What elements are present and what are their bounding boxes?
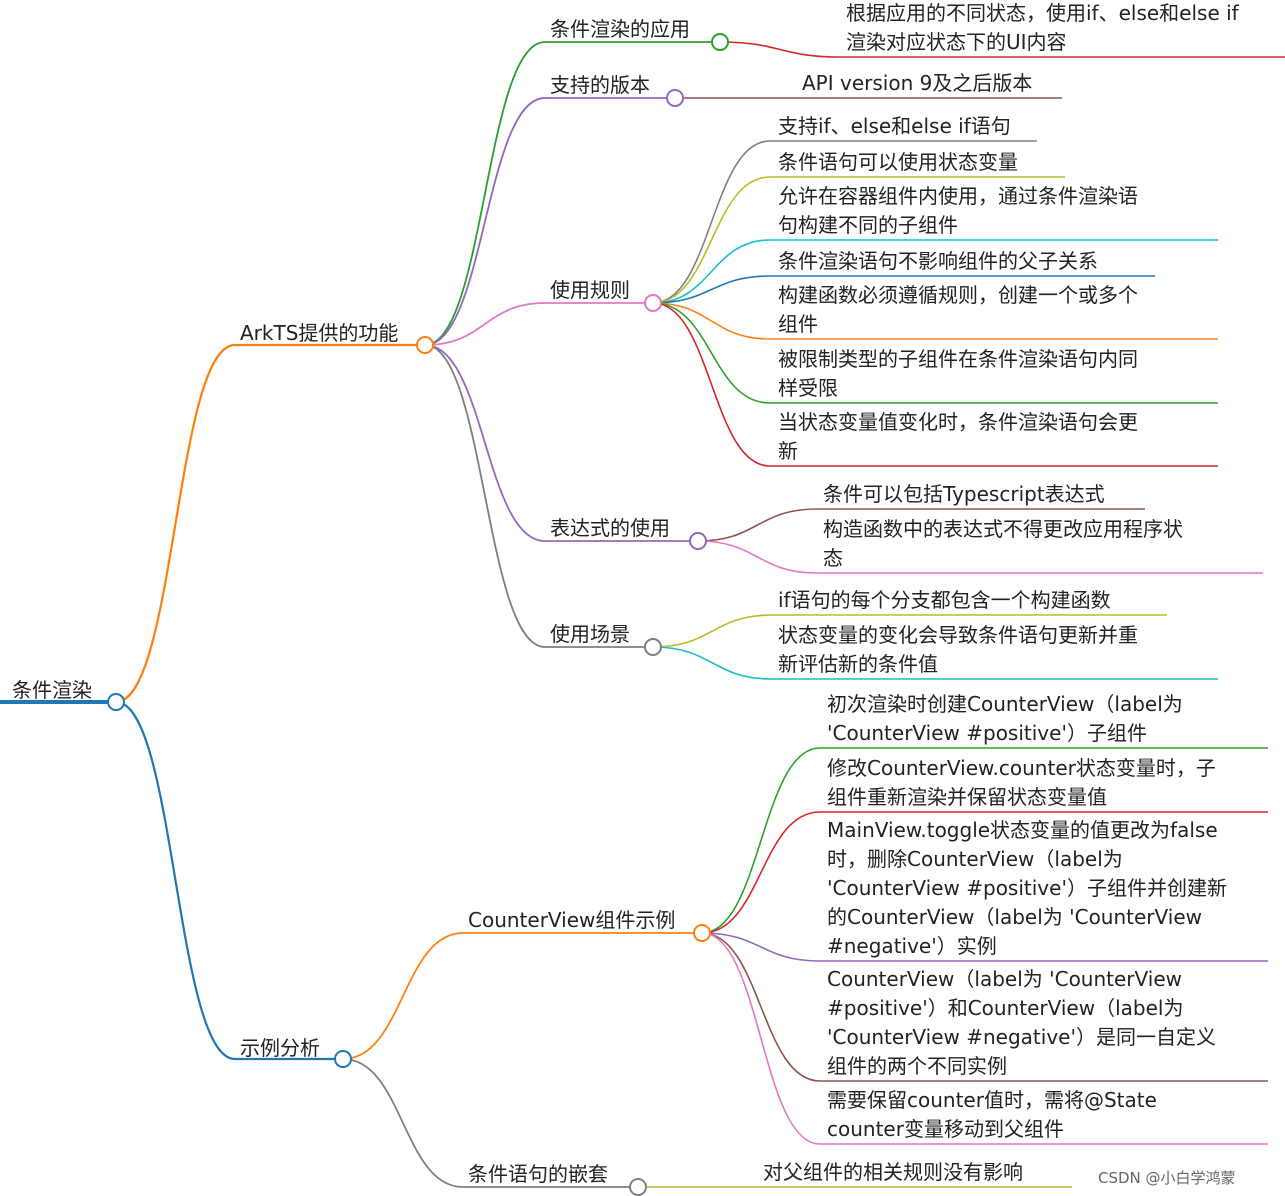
expr-leaf-2-edge	[697, 540, 818, 574]
counter-leaf-1-edge	[701, 747, 821, 934]
counter-leaf-2-edge	[701, 811, 821, 934]
counter-leaf-5-line: counter变量移动到父组件	[827, 1117, 1064, 1141]
counter-leaf-4-edge	[701, 932, 821, 1082]
counter-node[interactable]	[693, 924, 711, 942]
counter-leaf-1-line: 'CounterView #positive'）子组件	[827, 721, 1147, 745]
root-node[interactable]	[107, 693, 125, 711]
expr-label: 表达式的使用	[550, 516, 670, 540]
scene-label: 使用场景	[550, 622, 630, 646]
arkts-node[interactable]	[416, 336, 434, 354]
rule-leaf-6-line: 样受限	[778, 376, 838, 400]
rule-leaf-1-line: 支持if、else和else if语句	[778, 114, 1011, 138]
expr-leaf-2-line: 构造函数中的表达式不得更改应用程序状	[823, 517, 1183, 541]
counter-label: CounterView组件示例	[468, 908, 675, 932]
counter-leaf-5-line: 需要保留counter值时，需将@State	[827, 1088, 1157, 1112]
watermark: CSDN @小白学鸿蒙	[1098, 1169, 1236, 1187]
rule-leaf-6-edge	[652, 302, 771, 404]
edge-counter	[342, 932, 464, 1060]
expr-leaf-1-line: 条件可以包括Typescript表达式	[823, 482, 1105, 506]
rule-leaf-2-line: 条件语句可以使用状态变量	[778, 150, 1018, 174]
version-node[interactable]	[666, 89, 684, 107]
scene-leaf-1-edge	[652, 614, 773, 648]
edge-version	[424, 97, 546, 346]
counter-leaf-4-line: #positive'）和CounterView（label为	[827, 996, 1183, 1020]
counter-leaf-3-line: MainView.toggle状态变量的值更改为false	[827, 818, 1218, 842]
nest-node[interactable]	[629, 1178, 647, 1196]
nest-leaf-line: 对父组件的相关规则没有影响	[763, 1160, 1023, 1184]
app-leaf-line: 渲染对应状态下的UI内容	[846, 30, 1067, 54]
rule-leaf-4-edge	[652, 275, 771, 304]
rule-leaf-5-line: 组件	[778, 312, 818, 336]
counter-leaf-2-line: 修改CounterView.counter状态变量时，子	[827, 756, 1216, 780]
root-label: 条件渲染	[12, 678, 92, 702]
edge-arkts	[115, 343, 236, 704]
counter-leaf-1-line: 初次渲染时创建CounterView（label为	[827, 692, 1183, 716]
rule-leaf-5-edge	[652, 302, 771, 340]
expr-leaf-2-line: 态	[823, 546, 843, 570]
rule-leaf-3-line: 句构建不同的子组件	[778, 213, 958, 237]
edge-expr	[424, 344, 546, 542]
app-label: 条件渲染的应用	[550, 17, 690, 41]
app-node[interactable]	[711, 33, 729, 51]
counter-leaf-4-line: 组件的两个不同实例	[827, 1054, 1007, 1078]
edge-app	[424, 41, 546, 346]
counter-leaf-5-edge	[701, 932, 821, 1145]
counter-leaf-3-edge	[701, 932, 821, 962]
mind-map-edges	[0, 41, 1285, 1188]
rule-leaf-5-line: 构建函数必须遵循规则，创建一个或多个	[778, 283, 1138, 307]
counter-leaf-3-line: 的CounterView（label为 'CounterView	[827, 905, 1202, 929]
rule-leaf-7-line: 当状态变量值变化时，条件渲染语句会更	[778, 410, 1138, 434]
example-label: 示例分析	[240, 1036, 320, 1060]
rule-leaf-2-edge	[652, 176, 771, 304]
version-leaf-line: API version 9及之后版本	[802, 71, 1032, 95]
scene-leaf-2-line: 状态变量的变化会导致条件语句更新并重	[778, 623, 1138, 647]
app-leaf-edge	[719, 41, 841, 58]
edge-scene	[424, 344, 546, 648]
rule-leaf-7-edge	[652, 302, 771, 467]
rules-node[interactable]	[644, 294, 662, 312]
rule-leaf-4-line: 条件渲染语句不影响组件的父子关系	[778, 249, 1098, 273]
rule-leaf-3-line: 允许在容器组件内使用，通过条件渲染语	[778, 184, 1138, 208]
counter-leaf-4-line: 'CounterView #negative'）是同一自定义	[827, 1025, 1216, 1049]
app-leaf-line: 根据应用的不同状态，使用if、else和else if	[846, 1, 1240, 25]
rule-leaf-7-line: 新	[778, 439, 798, 463]
counter-leaf-3-line: #negative'）实例	[827, 934, 997, 958]
expr-leaf-1-edge	[697, 508, 818, 542]
counter-leaf-3-line: 'CounterView #positive'）子组件并创建新	[827, 876, 1227, 900]
edge-rules	[424, 302, 546, 346]
example-node[interactable]	[334, 1050, 352, 1068]
rule-leaf-3-edge	[652, 239, 771, 304]
counter-leaf-2-line: 组件重新渲染并保留状态变量值	[827, 785, 1107, 809]
rule-leaf-6-line: 被限制类型的子组件在条件渲染语句内同	[778, 347, 1138, 371]
edge-example	[115, 700, 236, 1061]
expr-node[interactable]	[689, 532, 707, 550]
rules-label: 使用规则	[550, 278, 630, 302]
arkts-label: ArkTS提供的功能	[240, 321, 398, 345]
nest-label: 条件语句的嵌套	[468, 1162, 608, 1186]
counter-leaf-4-line: CounterView（label为 'CounterView	[827, 967, 1182, 991]
scene-leaf-2-edge	[652, 646, 773, 680]
rule-leaf-1-edge	[652, 140, 771, 304]
version-label: 支持的版本	[550, 73, 650, 97]
scene-node[interactable]	[644, 638, 662, 656]
edge-nest	[342, 1058, 464, 1188]
mind-map-nodes	[107, 33, 729, 1196]
counter-leaf-3-line: 时，删除CounterView（label为	[827, 847, 1123, 871]
scene-leaf-2-line: 新评估新的条件值	[778, 652, 938, 676]
scene-leaf-1-line: if语句的每个分支都包含一个构建函数	[778, 588, 1111, 612]
